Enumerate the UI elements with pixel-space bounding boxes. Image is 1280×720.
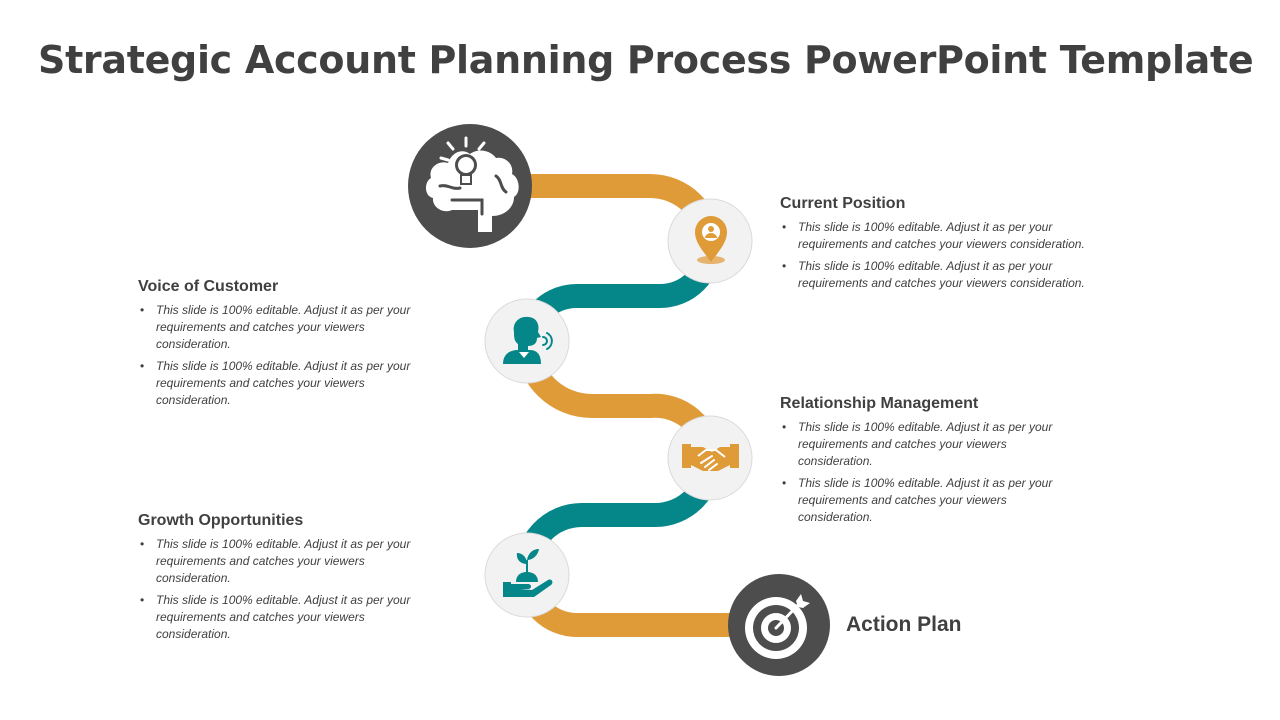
step-node-current-position [667,198,753,284]
step-title: Current Position [780,195,906,212]
step-bullet: This slide is 100% editable. Adjust it a… [780,419,1080,470]
speaking-person-icon [503,316,541,364]
step-bullet: This slide is 100% editable. Adjust it a… [780,258,1120,292]
page-title: Strategic Account Planning Process Power… [38,38,1254,82]
step-text-voice-of-customer: Voice of Customer This slide is 100% edi… [138,278,438,414]
brain-lightbulb-icon [425,150,519,232]
step-bullet: This slide is 100% editable. Adjust it a… [138,536,438,587]
step-title: Voice of Customer [138,278,279,295]
step-bullet: This slide is 100% editable. Adjust it a… [138,592,438,643]
final-node [728,574,830,676]
handshake-icon [682,444,739,471]
step-bullet: This slide is 100% editable. Adjust it a… [780,475,1080,526]
step-bullet: This slide is 100% editable. Adjust it a… [780,219,1120,253]
step-bullet: This slide is 100% editable. Adjust it a… [138,358,438,409]
step-title: Growth Opportunities [138,512,304,529]
step-text-current-position: Current Position This slide is 100% edit… [780,195,1120,297]
start-node [408,124,532,248]
step-text-relationship-management: Relationship Management This slide is 10… [780,395,1080,531]
step-title: Relationship Management [780,395,979,412]
plant-in-hand-icon [503,549,553,597]
step-node-voice-of-customer [484,298,570,384]
target-arrow-icon [745,594,810,659]
step-node-relationship-management [667,415,753,501]
step-bullet: This slide is 100% editable. Adjust it a… [138,302,438,353]
final-step-label: Action Plan [846,613,962,636]
location-pin-icon [695,216,727,264]
step-text-growth-opportunities: Growth Opportunities This slide is 100% … [138,512,438,648]
step-node-growth-opportunities [484,532,570,618]
